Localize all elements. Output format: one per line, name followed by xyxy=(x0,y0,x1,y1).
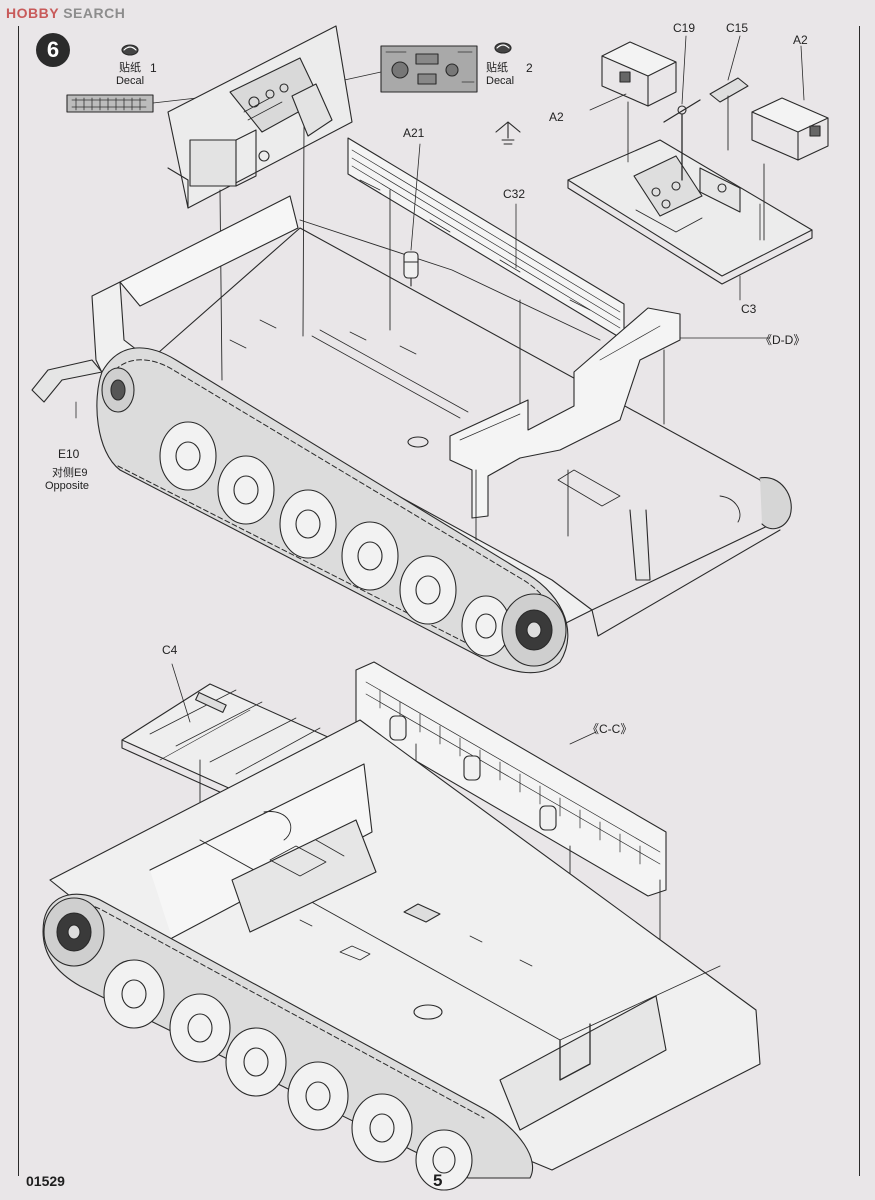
decal-2-number: 2 xyxy=(526,61,533,75)
label-a2-right: A2 xyxy=(793,33,808,47)
label-e10-note-en: Opposite xyxy=(45,480,90,492)
decal-2-panel xyxy=(381,46,477,92)
decal-icon-1 xyxy=(122,45,138,55)
upper-road-wheels xyxy=(160,422,510,656)
label-dd: 《D-D》 xyxy=(760,333,806,347)
upper-rear-wheel xyxy=(760,478,791,529)
lower-track xyxy=(43,894,533,1178)
part-c19 xyxy=(664,100,700,180)
page-number: 5 xyxy=(433,1171,443,1190)
label-a2-left: A2 xyxy=(549,110,564,124)
part-dd-frame xyxy=(450,308,680,540)
label-e10: E10 xyxy=(58,447,80,461)
watermark-brand-b: SEARCH xyxy=(63,5,126,21)
decal-1-number: 1 xyxy=(150,61,157,75)
page-border xyxy=(18,26,860,1176)
dashboard-panel-part xyxy=(168,26,352,208)
decal-2-en: Decal xyxy=(486,75,515,87)
label-c4: C4 xyxy=(162,643,178,657)
decal-1-cn: 贴纸 xyxy=(119,62,141,74)
step-number-badge: 6 xyxy=(36,33,70,67)
label-e10-note-cn: 对侧E9 xyxy=(52,467,88,479)
label-c15: C15 xyxy=(726,21,749,35)
kit-part-number: 01529 xyxy=(26,1173,65,1189)
lower-hull xyxy=(50,720,760,1170)
decal-1-en: Decal xyxy=(115,75,145,87)
label-c32: C32 xyxy=(503,187,526,201)
part-c15 xyxy=(710,78,748,150)
arrow-mark xyxy=(496,122,520,144)
decal-icon-2 xyxy=(495,43,511,53)
label-cc: 《C-C》 xyxy=(587,722,633,736)
part-a2-box-right xyxy=(752,98,828,240)
upper-sprocket xyxy=(502,594,566,666)
decal-2-caption: 贴纸 Decal 2 xyxy=(486,62,533,88)
watermark: HOBBY SEARCH xyxy=(6,5,125,21)
decal-2-cn: 贴纸 xyxy=(486,62,508,74)
label-c19: C19 xyxy=(673,21,696,35)
part-c3-floor xyxy=(568,140,812,284)
label-a21: A21 xyxy=(403,126,425,140)
decal-1-caption: 贴纸 Decal 1 xyxy=(100,62,160,88)
part-e10 xyxy=(32,360,102,402)
part-a2-box-left xyxy=(602,42,676,152)
lower-sprocket xyxy=(44,898,104,966)
part-a21 xyxy=(404,252,418,286)
label-c3: C3 xyxy=(741,302,757,316)
upper-idler xyxy=(102,368,134,412)
lower-road-wheels xyxy=(104,960,472,1190)
decal-1-strip xyxy=(67,95,153,112)
watermark-brand-a: HOBBY xyxy=(6,5,59,21)
